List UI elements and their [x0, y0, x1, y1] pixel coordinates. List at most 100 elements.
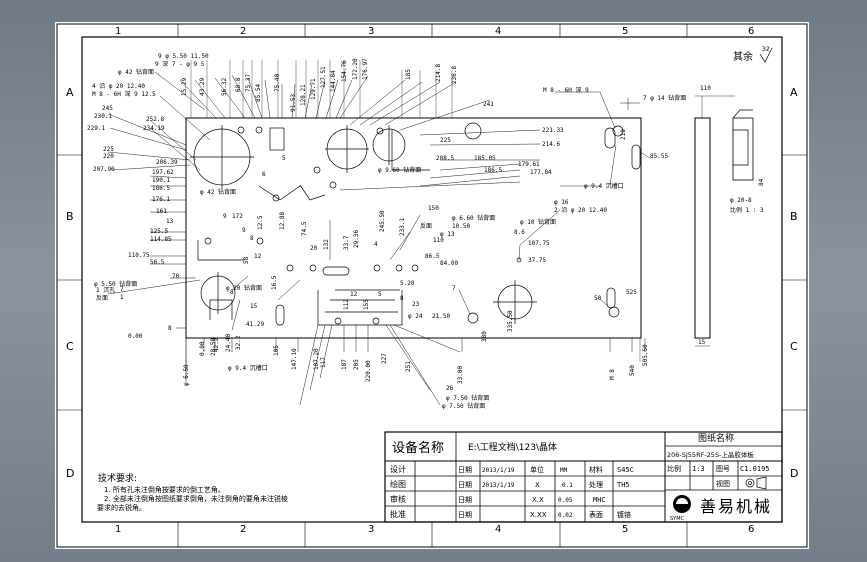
- dim-text: M 8 - 6H 深 9: [543, 86, 589, 94]
- col-label: 3: [368, 26, 374, 37]
- scale-label: 比例: [667, 464, 681, 473]
- dim-text: 210: [620, 129, 627, 140]
- dim-text: 9: [223, 213, 227, 220]
- row-label: D: [790, 467, 798, 480]
- tb-c4: 镀铬: [617, 510, 631, 519]
- dim-text: 比例 1 : 3: [730, 206, 764, 214]
- dim-text: 5: [378, 291, 382, 298]
- tech-note-line: 1. 所有孔未注倒角按要求的倒工艺角。: [104, 485, 225, 494]
- dim-text: 107.20: [313, 348, 320, 370]
- tb-date-label: 日期: [458, 466, 472, 474]
- dimension-text-center: φ 42 钻背面 5 9 6 φ 20 钻背面 172 12.5 12.88 5…: [94, 86, 686, 410]
- detail-view: [732, 117, 754, 181]
- dim-text: 230.1: [94, 113, 112, 120]
- dim-text: 15: [698, 339, 706, 346]
- dimension-text-left: 245 230.1 229.1 225 220 252.8 234.19 207…: [87, 105, 180, 340]
- dim-text: 8: [250, 235, 254, 242]
- dim-text: φ 9.4 沉槽口: [584, 182, 624, 190]
- dim-text: 0.00: [199, 341, 206, 356]
- side-profile: [694, 117, 711, 339]
- dim-text: 105: [273, 345, 280, 356]
- dim-text: 229.1: [87, 125, 105, 132]
- zone-ticks: [57, 24, 807, 547]
- dim-text: 91.53: [290, 94, 297, 112]
- dim-text: 85.55: [650, 153, 668, 160]
- col-label: 3: [368, 524, 374, 535]
- dim-text: 185.05: [474, 155, 496, 162]
- tb-date-label: 日期: [458, 511, 472, 519]
- col-label: 4: [495, 524, 501, 535]
- dim-text: 24.40: [225, 334, 232, 352]
- row-label: A: [790, 86, 798, 99]
- dim-text: φ 5.50 钻背面: [94, 280, 137, 288]
- dim-text: 129.71: [310, 78, 317, 100]
- dim-text: 84: [758, 178, 765, 186]
- dim-text: 112: [343, 299, 350, 310]
- tb-c4: S45C: [617, 466, 634, 474]
- dim-text: 185: [405, 69, 412, 80]
- tb-role: 批准: [390, 509, 406, 519]
- hole-circle: [464, 122, 482, 140]
- row-label: C: [66, 340, 74, 353]
- dim-text: 154.76: [341, 60, 348, 82]
- dim-text: 197.62: [152, 169, 174, 176]
- tb-c1: X.X: [532, 496, 544, 504]
- dim-text: 75.40: [274, 74, 281, 92]
- row-labels-right: A B C D: [790, 86, 798, 480]
- dim-text: 12.88: [279, 212, 286, 230]
- file-path: E:\工程文档\123\晶体: [468, 441, 557, 453]
- dim-text: 147.10: [291, 348, 298, 370]
- logo-text: SYMC: [670, 516, 685, 522]
- tb-date-label: 日期: [458, 481, 472, 489]
- tech-notes: 技术要求: 1. 所有孔未注倒角按要求的倒工艺角。 2. 全部未注倒角按图纸要求…: [97, 472, 288, 512]
- dim-text: 56.32: [221, 78, 228, 96]
- main-plate: [185, 117, 642, 339]
- tb-role: 审核: [390, 494, 406, 504]
- tb-role: 绘图: [390, 479, 406, 489]
- tech-notes-title: 技术要求:: [98, 472, 137, 484]
- dim-text: 15.29: [181, 78, 188, 96]
- col-label: 5: [622, 524, 628, 535]
- drawing-name: 206-SJ55RF-25S-上晶胶体板: [667, 450, 754, 459]
- dim-text: 245.50: [379, 210, 386, 232]
- dim-text: 0.00: [128, 333, 143, 340]
- dim-text: 214.6: [542, 141, 560, 148]
- dim-text: φ 42 钻背面: [200, 188, 236, 196]
- column-labels-bottom: 1 2 3 4 5 6: [115, 524, 754, 535]
- dim-text: 8: [230, 289, 234, 296]
- dim-text: 29.36: [353, 230, 360, 248]
- dim-text: 221.33: [542, 127, 564, 134]
- dim-text: 9 深 7 - φ 9 5: [155, 60, 205, 68]
- dim-text: 10.50: [452, 223, 470, 230]
- dim-text: 144.84: [330, 70, 337, 92]
- projection-symbol-icon: [745, 476, 767, 490]
- dim-text: 86.5: [425, 253, 440, 260]
- drawing-no-label: 图号: [716, 465, 730, 473]
- dim-text: 1: [120, 294, 124, 301]
- dim-text: φ 6.60 钻背面: [452, 214, 495, 222]
- roughness-symbol: 其余 32: [733, 46, 773, 63]
- row-label: B: [790, 210, 798, 223]
- scale-value: 1:3: [692, 465, 705, 473]
- tb-date: 2013/1/19: [482, 482, 515, 489]
- dim-text: 41.29: [246, 321, 264, 328]
- dim-text: 172.20: [352, 58, 359, 80]
- col-label: 5: [622, 26, 628, 37]
- dim-text: 58: [243, 256, 250, 264]
- dim-text: 84.00: [440, 260, 458, 267]
- hole-circle: [612, 125, 624, 137]
- extension-lines: [185, 60, 641, 382]
- dim-text: 110: [433, 237, 444, 244]
- tb-date: 2013/1/19: [482, 467, 515, 474]
- dim-text: 227: [381, 353, 388, 364]
- dim-text: 161: [156, 208, 167, 215]
- dim-text: 23: [412, 301, 420, 308]
- dim-text: 70: [172, 273, 180, 280]
- dim-text: 8: [400, 295, 404, 302]
- dim-text: 540: [629, 365, 636, 376]
- dim-text: 177.84: [530, 169, 552, 176]
- dim-text: 172: [232, 213, 243, 220]
- col-label: 6: [748, 26, 754, 37]
